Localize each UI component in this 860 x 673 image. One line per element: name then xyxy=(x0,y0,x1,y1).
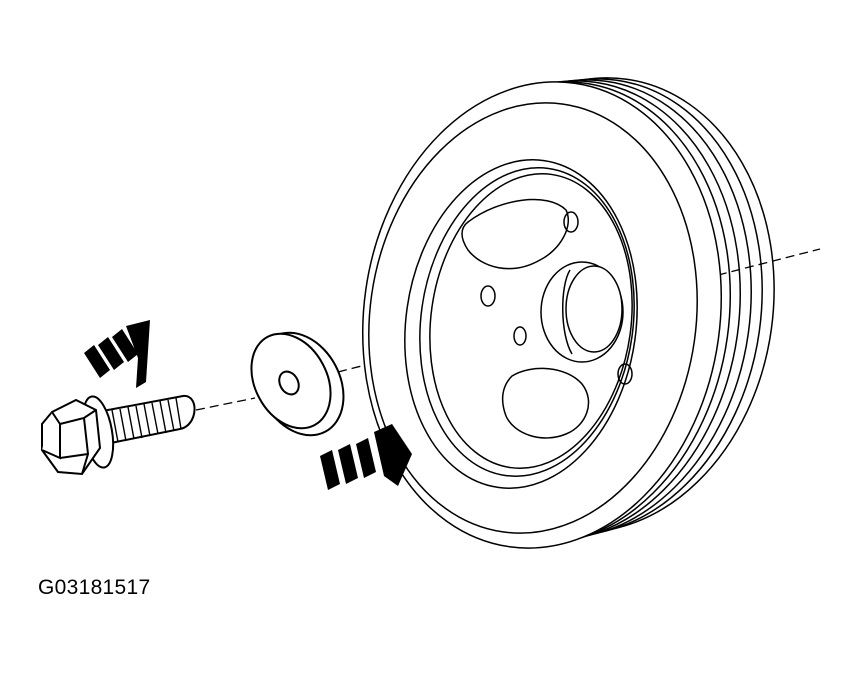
washer xyxy=(236,318,361,451)
tighten-arrow xyxy=(84,320,150,388)
crankshaft-pulley xyxy=(333,54,803,571)
install-arrow xyxy=(320,424,412,490)
flange-bolt xyxy=(42,394,195,474)
figure-code: G03181517 xyxy=(38,576,151,599)
